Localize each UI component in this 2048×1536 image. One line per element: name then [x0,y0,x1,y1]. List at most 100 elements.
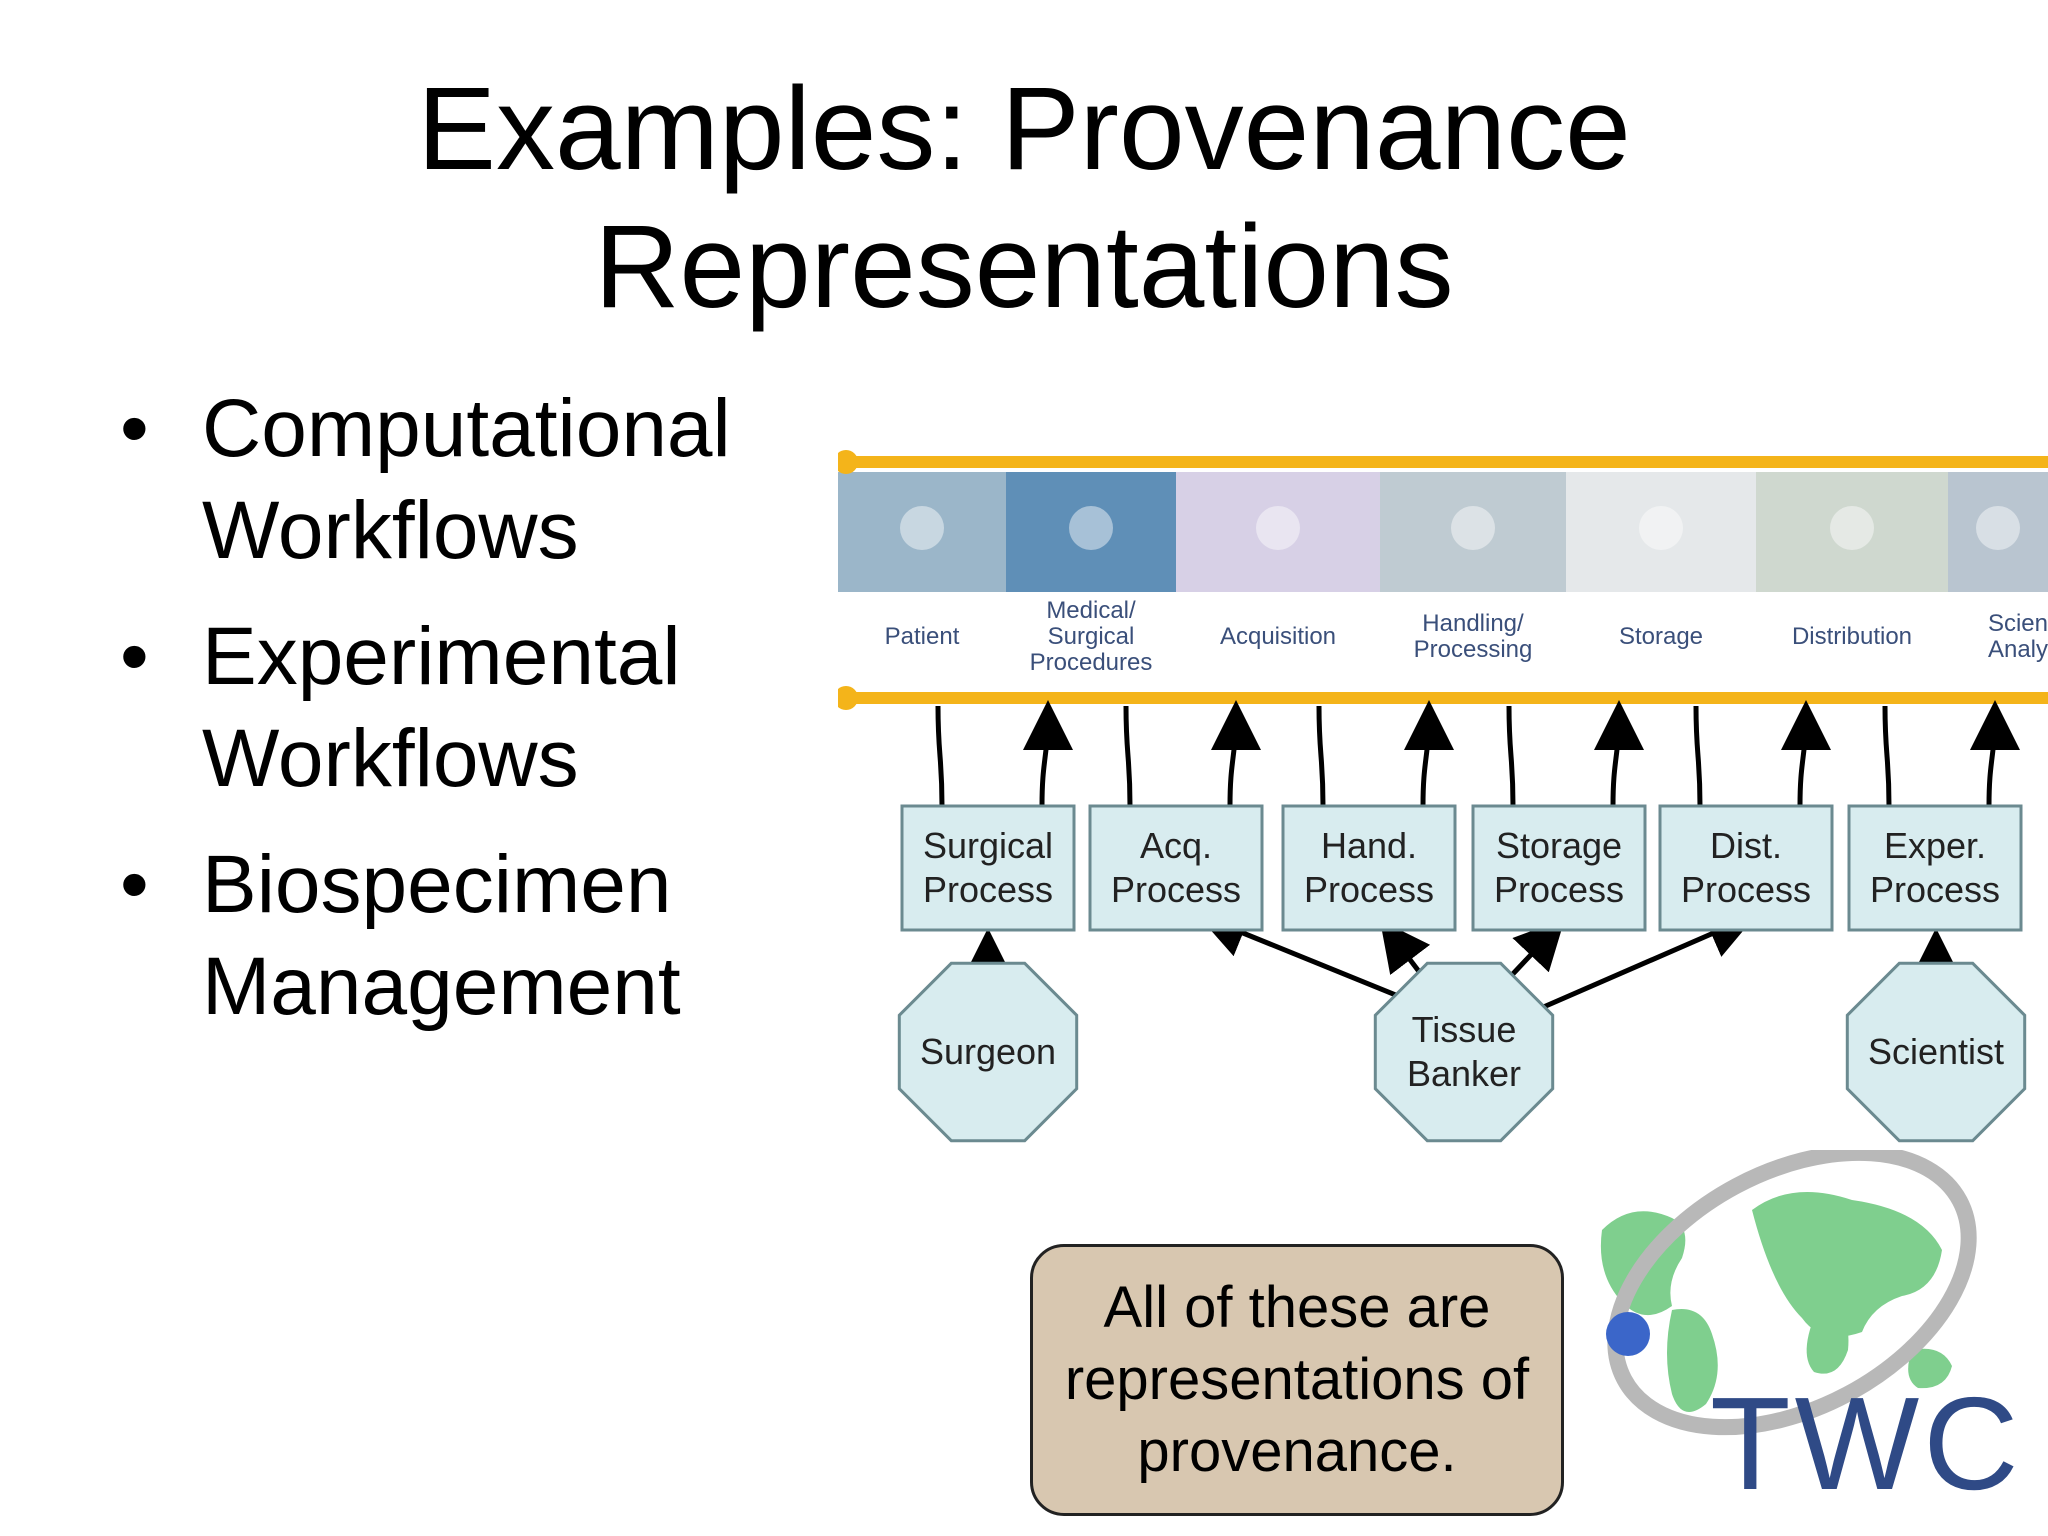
generated-edge [1210,700,1261,807]
generated-edge [1593,700,1644,807]
agent-node: Surgeon [897,961,1079,1143]
slide-title-line-1: Examples: Provenance [417,63,1631,195]
agent-association-edge [1531,911,1758,1015]
timeline-bands [838,450,2048,710]
callout-line-1: All of these are [1103,1275,1491,1340]
process-box: Acq.Process [1088,804,1264,932]
generated-edge [1403,700,1454,807]
process-label-line-1: Storage [1496,825,1622,866]
bottom-timeline-band [838,692,2048,704]
generated-edge [1969,700,2020,807]
stage-label: Medical/ [1046,597,1136,624]
bullet-item: • Biospecimen Management [120,834,820,1038]
process-label-line-1: Exper. [1884,825,1986,866]
stage-photo-figure [1830,506,1874,550]
bullet-text-line-1: Experimental [202,611,681,702]
top-timeline-band [838,456,2048,468]
bullet-text-line-1: Biospecimen [202,839,672,930]
bullet-text-line-2: Workflows [202,485,579,576]
callout-line-3: provenance. [1137,1419,1457,1484]
stage-photo-figure [1069,506,1113,550]
generated-edge [1022,700,1073,807]
bullet-item: • Computational Workflows [120,378,820,582]
used-edge [1693,705,1703,807]
stage-label: Patient [885,623,960,650]
process-box-rect [1088,804,1264,932]
bullet-list: • Computational Workflows • Experimental… [120,378,820,1062]
process-label-line-2: Process [1870,869,2000,910]
twc-globe-icon [1600,1144,1977,1436]
agent-label: Banker [1407,1053,1521,1094]
stage-links [935,700,2020,1015]
process-label-line-2: Process [1111,869,1241,910]
agent-octagon [897,961,1079,1143]
agent-association-edge [1196,909,1419,1007]
process-box: Dist.Process [1658,804,1834,932]
process-box-rect [900,804,1076,932]
stage-label: Processing [1414,636,1533,663]
provenance-diagram-svg: PatientMedical/SurgicalProceduresAcquisi… [838,450,2048,1143]
process-box: Exper.Process [1847,804,2023,932]
bottom-band-cap [838,686,858,710]
generated-edge [1780,700,1831,807]
stage-label: Handling/ [1422,610,1524,637]
bullet-marker: • [120,839,149,930]
process-box-rect [1281,804,1457,932]
agent-label: Scientist [1868,1031,2004,1072]
process-label-line-2: Process [1681,869,1811,910]
used-edge [1316,705,1326,807]
stage-label: Procedures [1030,649,1153,676]
used-edge [1882,705,1892,807]
bullet-item: • Experimental Workflows [120,606,820,810]
process-label-line-1: Acq. [1140,825,1212,866]
bullet-marker: • [120,383,149,474]
agent-node: Scientist [1845,961,2027,1143]
callout-line-2: representations of [1064,1347,1530,1412]
slide-title-line-2: Representations [594,201,1454,333]
used-edge [1506,705,1516,807]
twc-logo: TWC [1582,1144,2019,1530]
stage-photo-figure [900,506,944,550]
process-label-line-1: Surgical [923,825,1053,866]
stage-label-background [838,592,2048,688]
top-band-cap [838,450,858,474]
stage-label: Scien [1988,610,2048,637]
stage-photo-figure [1639,506,1683,550]
agent-label: Surgeon [920,1031,1056,1072]
slide-title: Examples: Provenance Representations [0,60,2048,336]
logo-text: TWC [1710,1370,2023,1517]
stage-photo-figure [1256,506,1300,550]
bullet-marker: • [120,611,149,702]
bullet-text-line-2: Workflows [202,713,579,804]
process-boxes: SurgicalProcessAcq.ProcessHand.ProcessSt… [900,804,2023,932]
process-box-rect [1471,804,1647,932]
process-label-line-2: Process [1304,869,1434,910]
process-label-line-2: Process [923,869,1053,910]
stage-label: Surgical [1048,623,1135,650]
stage-photo-figure [1976,506,2020,550]
agent-octagon [1845,961,2027,1143]
agent-octagon [1373,961,1555,1143]
bullet-text-line-2: Management [202,941,681,1032]
stage-label: Distribution [1792,623,1912,650]
agent-label: Tissue [1412,1009,1517,1050]
stage-photo-figure [1451,506,1495,550]
process-label-line-2: Process [1494,869,1624,910]
process-box-rect [1658,804,1834,932]
stage-label: Analy [1988,636,2048,663]
process-label-line-1: Dist. [1710,825,1782,866]
process-label-line-1: Hand. [1321,825,1417,866]
stage-label: Acquisition [1220,623,1336,650]
process-box: Hand.Process [1281,804,1457,932]
stage-label: Storage [1619,623,1703,650]
used-edge [935,705,945,807]
provenance-callout: All of these are representations of prov… [1030,1244,1564,1516]
process-box-rect [1847,804,2023,932]
bullet-text-line-1: Computational [202,383,731,474]
